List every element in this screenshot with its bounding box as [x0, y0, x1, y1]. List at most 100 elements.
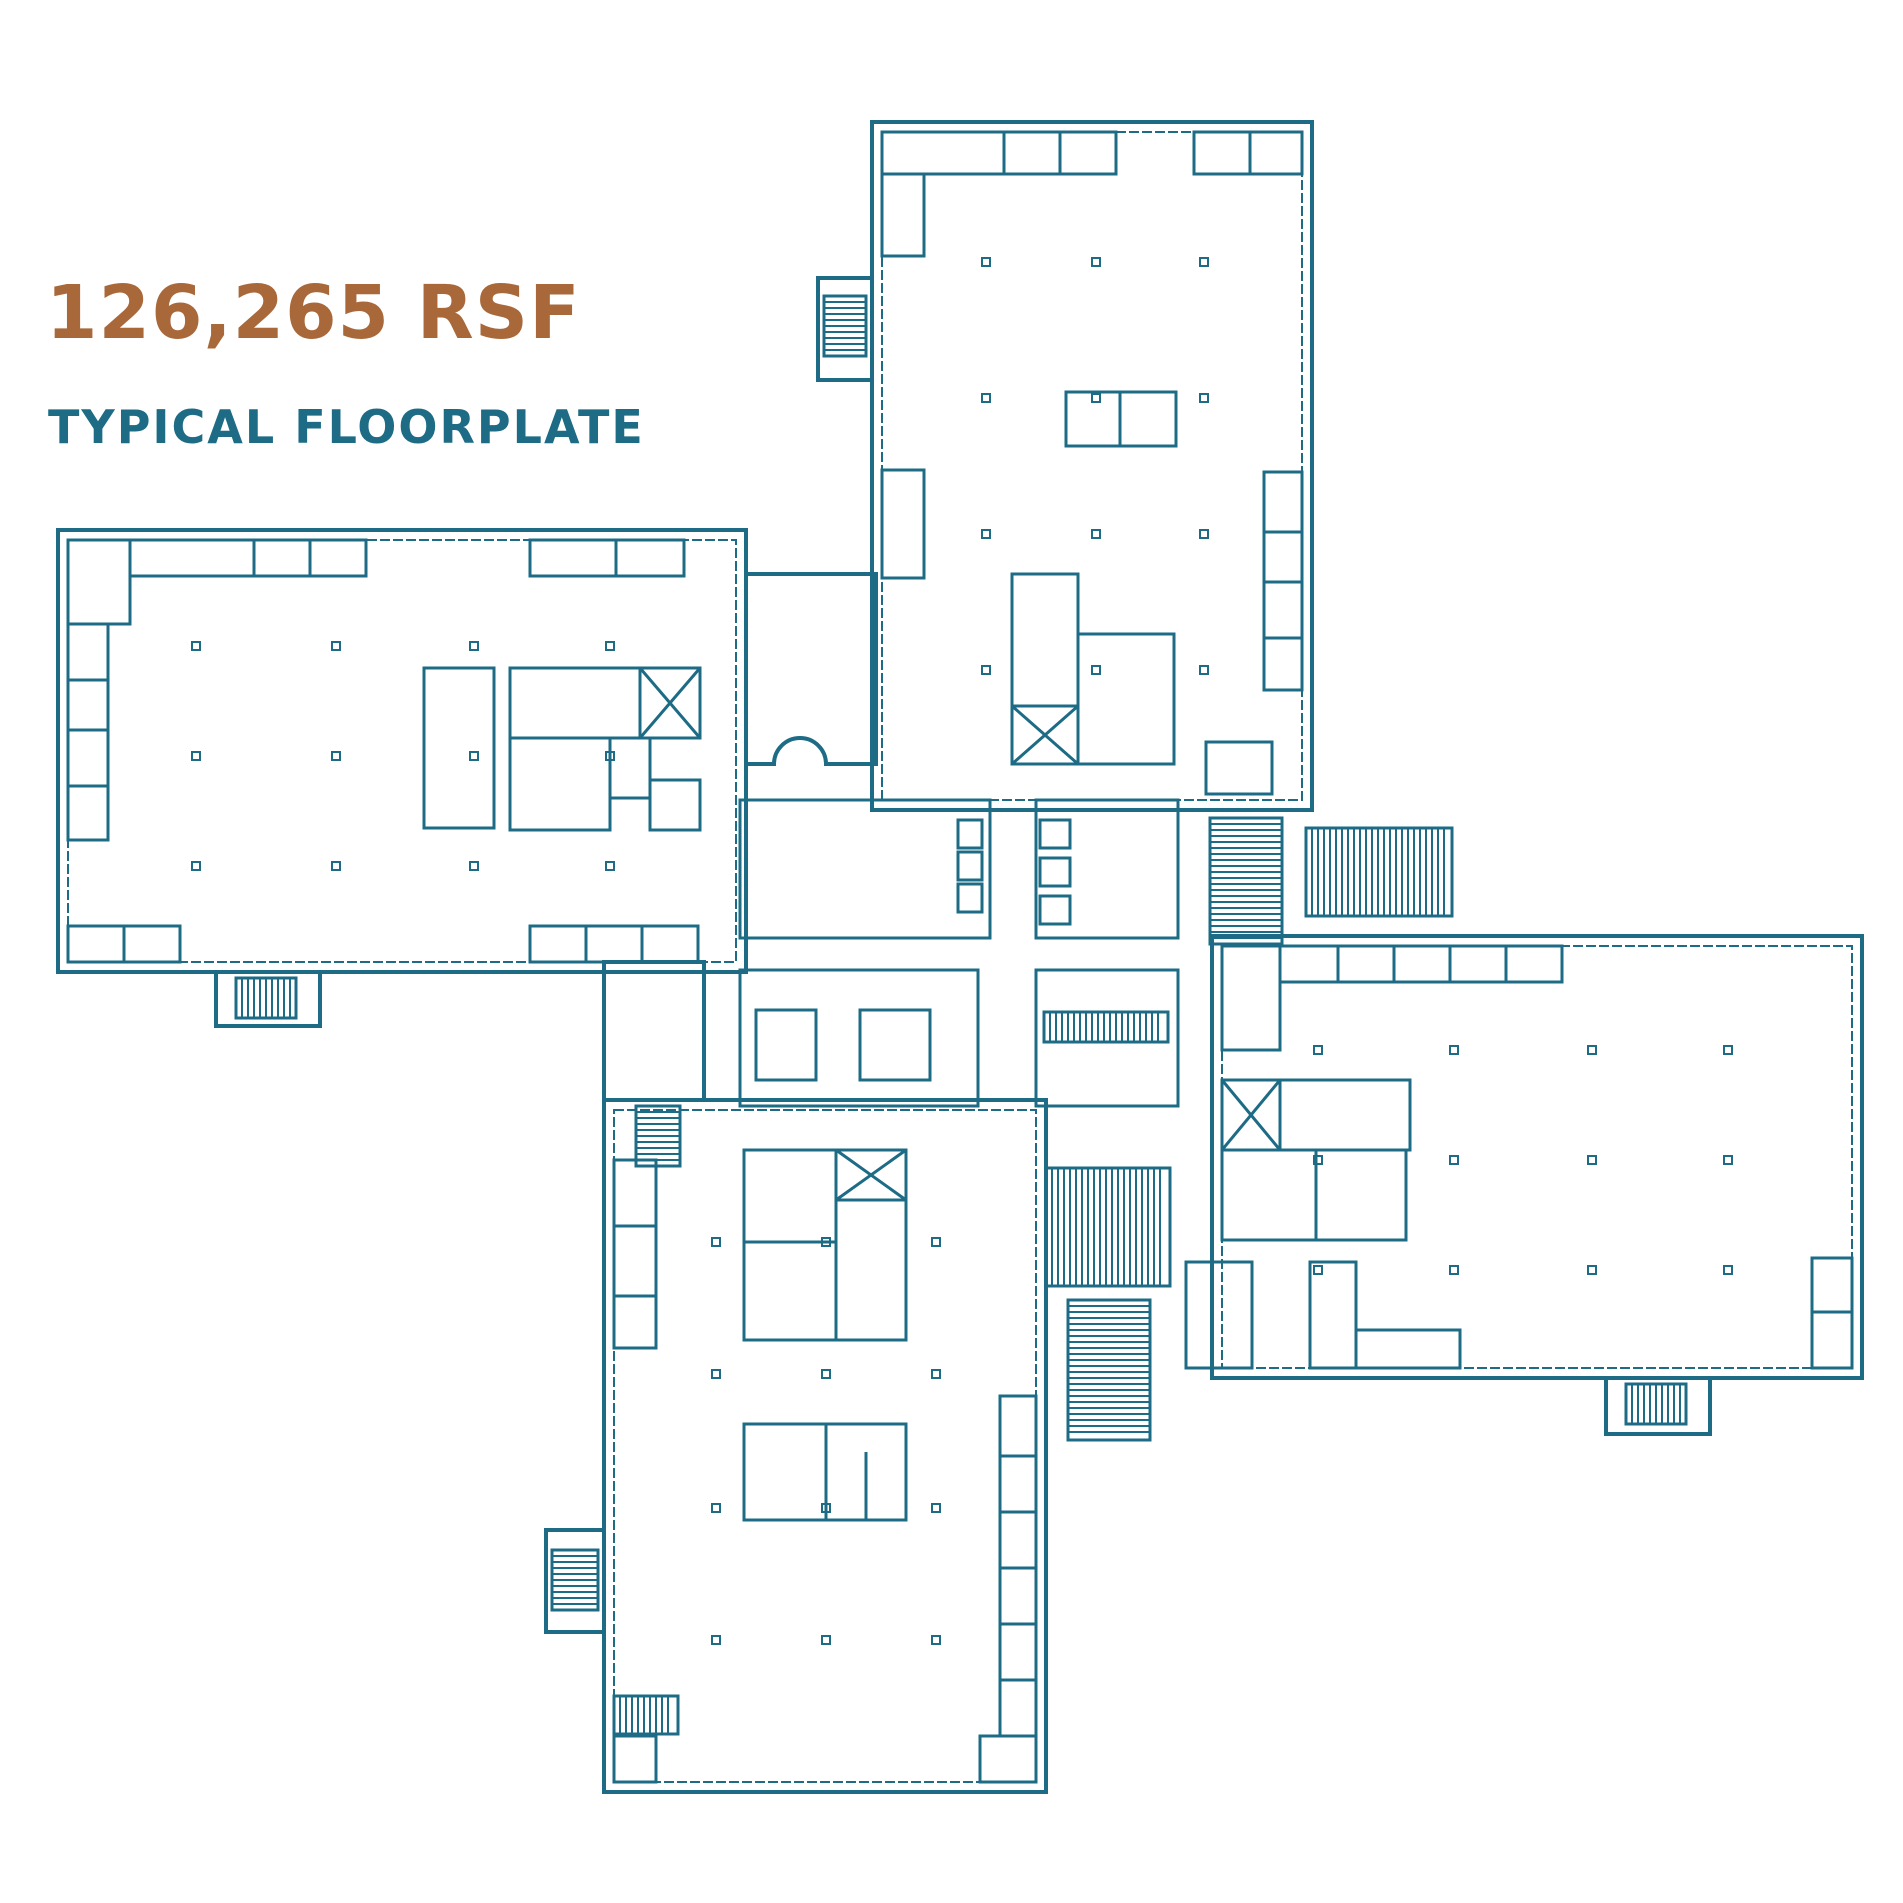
restroom [742, 1240, 838, 1342]
column [191, 861, 201, 871]
mechanical [648, 778, 702, 832]
office [998, 1678, 1038, 1738]
column [1199, 529, 1209, 539]
office [998, 1454, 1038, 1514]
column [1587, 1155, 1597, 1165]
meeting-room [1278, 1078, 1412, 1152]
office [1184, 1260, 1254, 1370]
column [1091, 665, 1101, 675]
elevator [956, 850, 984, 882]
office [1308, 1260, 1358, 1370]
east-stair-tower [1604, 1376, 1712, 1436]
column [1449, 1155, 1459, 1165]
office [66, 538, 132, 626]
column [981, 665, 991, 675]
column [1449, 1045, 1459, 1055]
office [252, 538, 312, 578]
office [1262, 580, 1304, 640]
office [880, 468, 926, 580]
column [711, 1635, 721, 1645]
column [711, 1369, 721, 1379]
column [469, 861, 479, 871]
office [128, 538, 256, 578]
southwest-stair-tower [544, 1528, 606, 1634]
office [308, 538, 368, 578]
column [821, 1635, 831, 1645]
office [880, 130, 1006, 176]
office [1392, 944, 1452, 984]
office [1262, 636, 1304, 692]
southwest-connector [602, 960, 706, 1102]
elevator [956, 818, 984, 850]
column [1199, 665, 1209, 675]
west-stair-tower [214, 970, 322, 1028]
office [1262, 470, 1304, 534]
west-wing [56, 528, 748, 974]
elevator [1038, 818, 1072, 850]
office [640, 924, 700, 964]
office [998, 1394, 1038, 1458]
core-block-nw [738, 798, 992, 940]
office [612, 1224, 658, 1298]
column-grid [711, 1237, 941, 1645]
east-wing [1184, 934, 1864, 1380]
elevator [1038, 856, 1072, 888]
column [1313, 1155, 1323, 1165]
column [1199, 393, 1209, 403]
column [191, 751, 201, 761]
elevator-shaft [638, 666, 702, 740]
south-wing [602, 1098, 1048, 1794]
central-core [738, 798, 1180, 1108]
column [1723, 1265, 1733, 1275]
elevator [1038, 894, 1072, 926]
core-block-ne [1034, 798, 1180, 940]
office [612, 1158, 658, 1228]
column [711, 1237, 721, 1247]
column [331, 751, 341, 761]
column [1723, 1155, 1733, 1165]
column [931, 1503, 941, 1513]
office [614, 538, 686, 578]
stair-treads [612, 1694, 680, 1736]
office [880, 172, 926, 258]
column [331, 641, 341, 651]
column [1449, 1265, 1459, 1275]
office [1448, 944, 1508, 984]
office [1504, 944, 1564, 984]
office [1336, 944, 1396, 984]
core-block-sw [738, 968, 980, 1108]
north-wing [870, 120, 1314, 812]
restroom [508, 736, 612, 832]
column [605, 751, 615, 761]
office [1278, 944, 1340, 984]
column [981, 257, 991, 267]
elevator-shaft [1010, 704, 1080, 766]
atrium-connector [744, 572, 878, 766]
meeting-room [508, 666, 642, 740]
south-wing-outline [602, 1098, 1048, 1794]
office [122, 924, 182, 964]
meeting-room [742, 1148, 838, 1244]
column [1091, 529, 1101, 539]
storage-room [1314, 1148, 1408, 1242]
office [1810, 1256, 1854, 1314]
column [981, 393, 991, 403]
office [66, 784, 110, 842]
office [528, 538, 618, 578]
office [66, 924, 126, 964]
core-block-se [1034, 968, 1180, 1108]
office [66, 622, 110, 682]
column [1091, 393, 1101, 403]
elevator [956, 882, 984, 914]
column [931, 1369, 941, 1379]
column [821, 1369, 831, 1379]
office [1220, 944, 1282, 1052]
office [998, 1622, 1038, 1682]
restroom [754, 1008, 818, 1082]
column [605, 641, 615, 651]
column [1091, 257, 1101, 267]
west-wing-outline [56, 528, 748, 974]
column-grid [981, 257, 1209, 675]
